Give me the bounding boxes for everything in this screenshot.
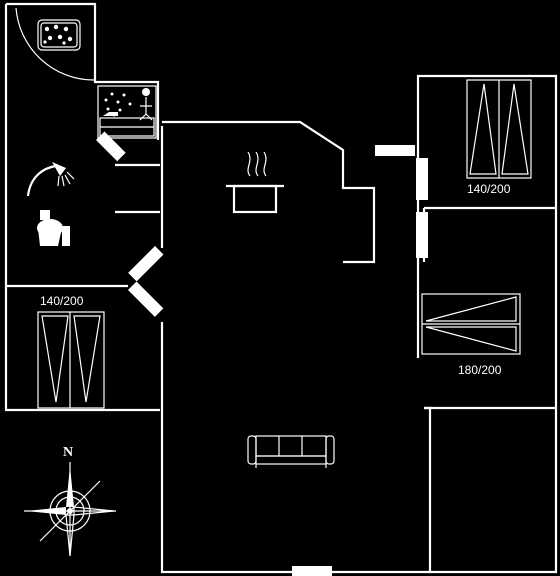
compass-rose-icon: N bbox=[24, 445, 116, 557]
door-bedroom-1 bbox=[128, 281, 164, 317]
cooking-pot-icon bbox=[226, 151, 284, 214]
sauna-icon bbox=[97, 85, 157, 139]
door-bathroom-lower bbox=[128, 246, 164, 282]
door-bedroom-2 bbox=[416, 158, 428, 200]
toilet-icon bbox=[37, 210, 70, 246]
sofa-icon bbox=[247, 435, 335, 468]
bed-icon bbox=[37, 311, 105, 409]
west-wall bbox=[4, 4, 160, 412]
door-bathroom bbox=[96, 131, 126, 162]
bed-size-label: 140/200 bbox=[467, 182, 511, 196]
doors bbox=[15, 7, 428, 576]
bedroom-3: 180/200 bbox=[421, 293, 521, 377]
door-swing-arc bbox=[15, 7, 95, 81]
living-south-wall-west bbox=[160, 410, 292, 574]
bedroom-1: 140/200 bbox=[37, 294, 105, 409]
walls bbox=[4, 2, 558, 574]
bed-size-label: 180/200 bbox=[458, 363, 502, 377]
kitchen-wall bbox=[162, 120, 376, 264]
door-bedroom-3 bbox=[416, 212, 428, 258]
door-entrance bbox=[292, 566, 332, 576]
bathroom-outer-wall bbox=[6, 2, 160, 140]
bed-icon bbox=[466, 79, 532, 179]
door-kitchen bbox=[375, 145, 415, 156]
bedroom-2: 140/200 bbox=[466, 79, 532, 196]
jacuzzi-icon bbox=[37, 19, 81, 51]
bed-size-label: 140/200 bbox=[40, 294, 84, 308]
shower-icon bbox=[26, 162, 75, 197]
north-label: N bbox=[63, 445, 73, 460]
bed-icon bbox=[421, 293, 521, 355]
